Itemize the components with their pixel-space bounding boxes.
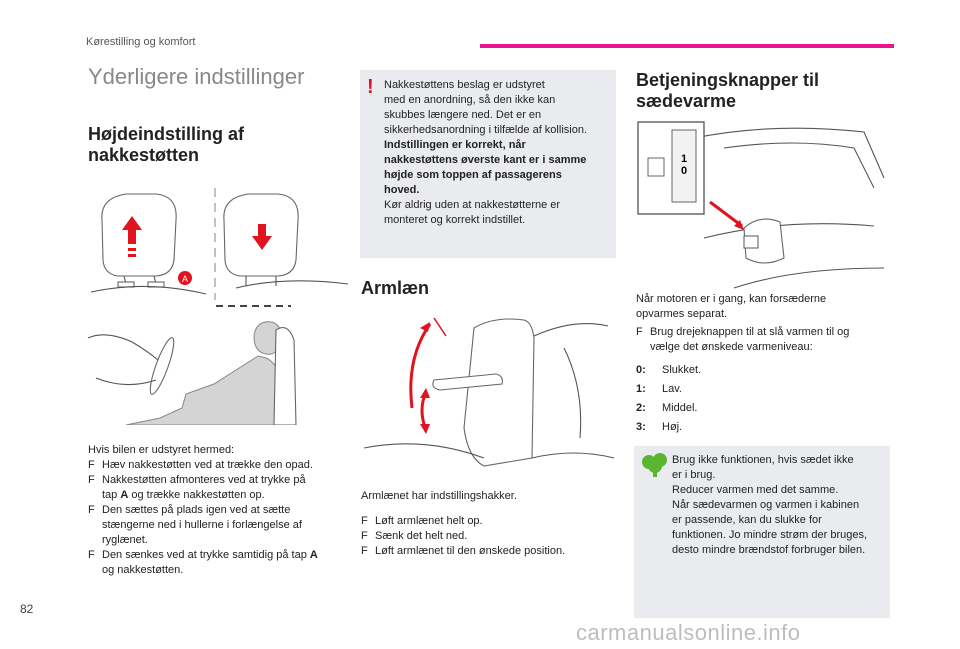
bullet-glyph: F — [636, 326, 643, 338]
seat-heating-icon — [743, 235, 759, 249]
bullet-glyph: F — [88, 459, 95, 471]
headrest-intro: Hvis bilen er udstyret hermed: — [88, 444, 235, 456]
section-heading-armrest: Armlæn — [361, 278, 430, 298]
eco-tip-box — [634, 446, 890, 618]
section-heading-seat-heating: Betjeningsknapper til sædevarme — [636, 70, 819, 112]
armrest-illustration — [364, 317, 615, 467]
bullet-glyph: F — [361, 515, 368, 527]
label-a: A — [182, 274, 188, 284]
bullet-glyph: F — [88, 549, 95, 561]
warning-text: Nakkestøttens beslag er udstyret med en … — [384, 79, 587, 226]
knob-label: 0 — [681, 165, 687, 177]
running-header: Kørestilling og komfort — [86, 36, 196, 48]
bullet-glyph: F — [361, 530, 368, 542]
heating-levels: 0:Slukket. 1:Lav. 2:Middel. 3:Høj. — [636, 361, 701, 437]
label-a-badge — [178, 271, 192, 285]
warning-icon: ! — [367, 76, 374, 98]
level-row: 2:Middel. — [636, 402, 698, 414]
seat-heating-illustration: 1 0 — [637, 121, 885, 289]
armrest-intro: Armlænet har indstillingshakker. — [361, 490, 517, 502]
heading-line: Betjeningsknapper til — [636, 70, 820, 90]
heading-line: sædevarme — [636, 91, 737, 111]
eco-tip-text: Brug ikke funktionen, hvis sædet ikke er… — [672, 454, 868, 556]
knob-label: 1 — [681, 153, 687, 165]
watermark: carmanualsonline.info — [576, 620, 801, 645]
seat-heating-intro: Når motoren er i gang, kan forsæderne op… — [636, 293, 827, 320]
warning-box — [360, 70, 616, 258]
bullet-glyph: F — [361, 545, 368, 557]
page-title: Yderligere indstillinger — [88, 64, 305, 89]
level-row: 0:Slukket. — [636, 364, 702, 376]
header-accent-bar — [480, 44, 894, 48]
heading-line: nakkestøtten — [88, 145, 200, 165]
eco-leaf-icon — [642, 453, 667, 477]
level-row: 1:Lav. — [636, 383, 682, 395]
heading-line: Højdeindstilling af — [88, 124, 244, 144]
headrest-illustration: A — [87, 188, 349, 425]
bullet-glyph: F — [88, 504, 95, 516]
level-row: 3:Høj. — [636, 421, 683, 433]
page-number: 82 — [20, 602, 34, 616]
bullet-glyph: F — [88, 474, 95, 486]
section-heading-headrest: Højdeindstilling af nakkestøtten — [88, 124, 244, 166]
